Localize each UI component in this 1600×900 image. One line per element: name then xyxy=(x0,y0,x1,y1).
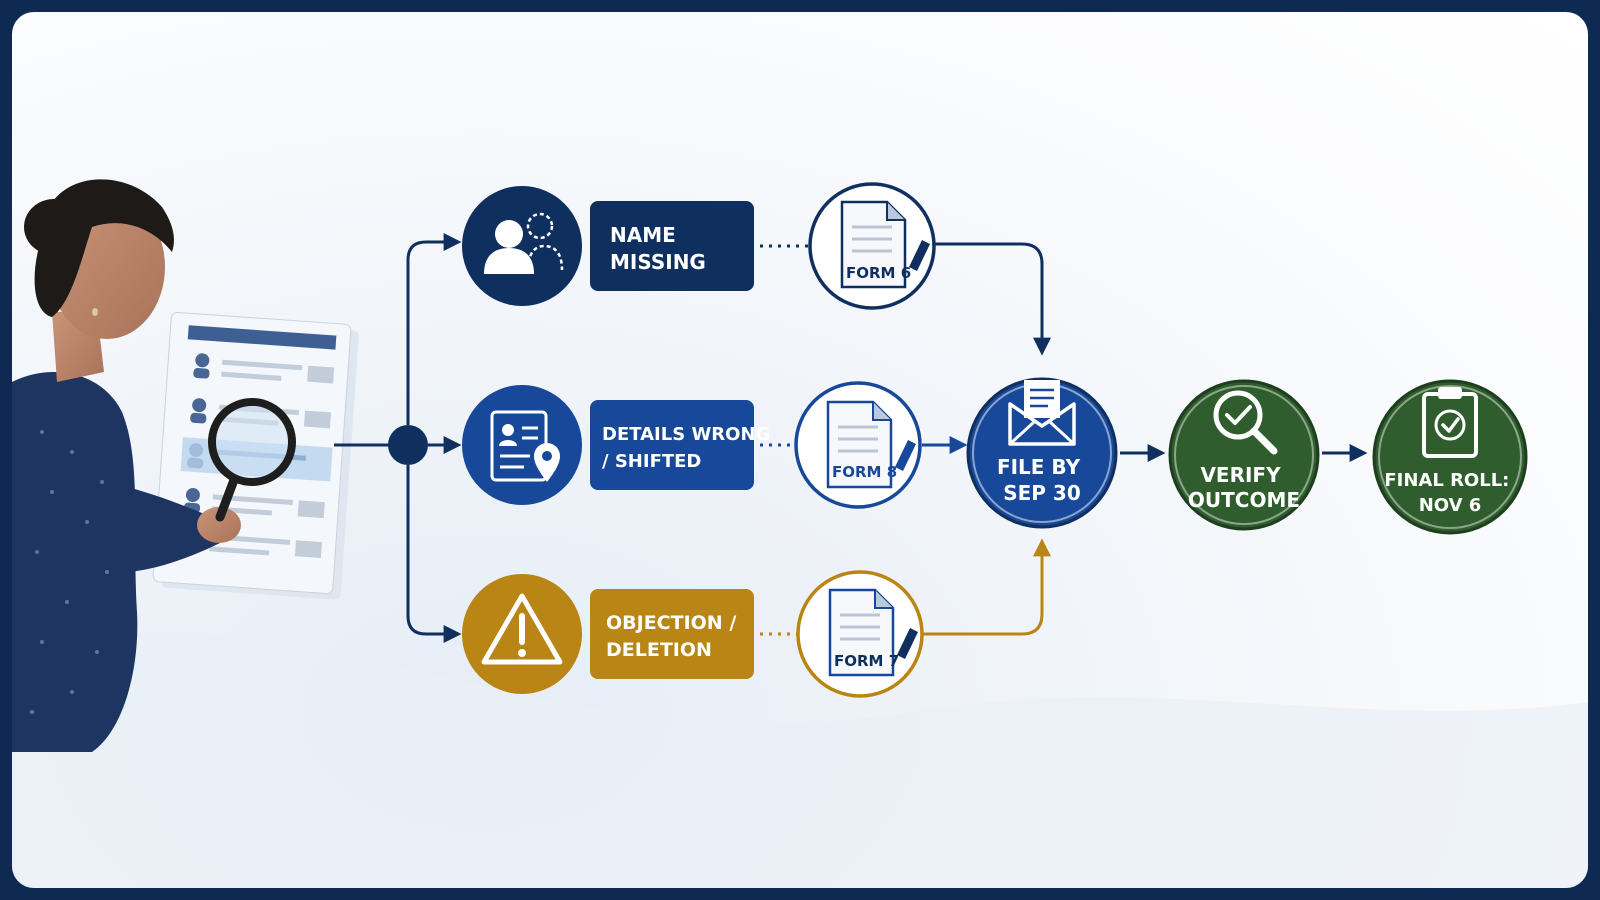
step-circle xyxy=(966,377,1118,529)
branch-details-wrong: DETAILS WRONG / SHIFTED FORM 8 xyxy=(462,381,968,509)
branch-label-box xyxy=(590,400,754,490)
background-wave xyxy=(12,632,1588,888)
form-7-node: FORM 7 xyxy=(796,570,924,698)
magnifier-icon xyxy=(208,398,296,522)
branch-label: OBJECTION / DELETION xyxy=(606,612,743,661)
diagram-frame: NAME MISSING FORM 6 DETAILS WRONG / SHIF… xyxy=(12,12,1588,888)
branch-label: NAME MISSING xyxy=(610,223,706,274)
branch-label: DETAILS WRONG / SHIFTED xyxy=(602,424,777,472)
form-6-node: FORM 6 xyxy=(808,182,936,310)
id-card-location-icon xyxy=(490,410,560,482)
branch-objection-deletion: OBJECTION / DELETION FORM 7 xyxy=(462,570,924,698)
step-verify-outcome: VERIFY OUTCOME xyxy=(1168,379,1320,531)
step-final-roll-nov-6: FINAL ROLL: NOV 6 xyxy=(1372,379,1528,535)
form-label: FORM 8 xyxy=(832,463,897,481)
branch-connectors xyxy=(334,233,462,643)
pen-icon xyxy=(897,628,918,659)
step-circle xyxy=(1168,379,1320,531)
clipboard-check-icon xyxy=(1422,387,1478,458)
step-label: FINAL ROLL: NOV 6 xyxy=(1384,470,1515,516)
branch-name-missing: NAME MISSING FORM 6 xyxy=(462,182,936,310)
document-icon xyxy=(826,400,893,489)
merge-connectors xyxy=(922,242,1051,636)
form-8-node: FORM 8 xyxy=(794,381,922,509)
flow-diagram: NAME MISSING FORM 6 DETAILS WRONG / SHIF… xyxy=(12,179,1588,888)
branch-icon-circle xyxy=(462,186,582,306)
branch-icon-circle xyxy=(462,385,582,505)
warning-icon xyxy=(481,593,563,665)
step-label: FILE BY SEP 30 xyxy=(997,455,1087,505)
document-icon xyxy=(828,588,895,677)
envelope-icon xyxy=(1008,380,1076,446)
form-label: FORM 6 xyxy=(846,264,911,282)
step-file-by-sep-30: FILE BY SEP 30 xyxy=(966,377,1118,529)
pen-icon xyxy=(909,240,930,271)
magnifier-check-icon xyxy=(1213,390,1278,455)
woman-inspecting-roll-illustration xyxy=(12,179,359,752)
document-icon xyxy=(840,200,907,289)
person-missing-icon xyxy=(484,212,564,274)
split-node xyxy=(388,425,428,465)
branch-label-box xyxy=(590,201,754,291)
pen-icon xyxy=(895,440,916,471)
branch-label-box xyxy=(590,589,754,679)
step-label: VERIFY OUTCOME xyxy=(1188,463,1300,512)
form-label: FORM 7 xyxy=(834,652,899,670)
